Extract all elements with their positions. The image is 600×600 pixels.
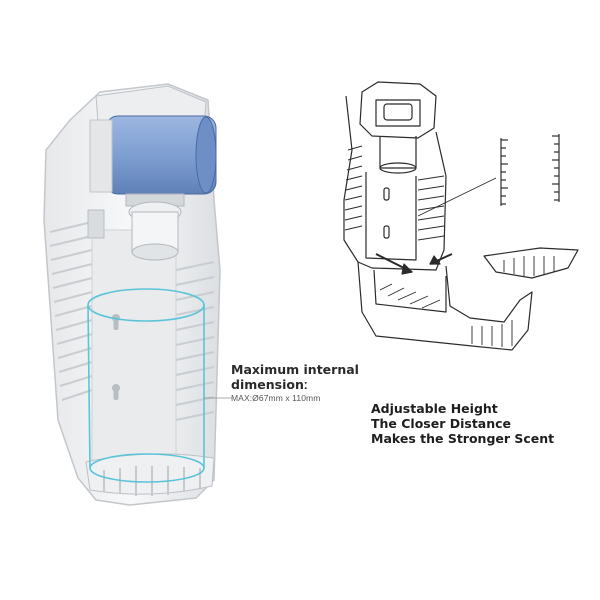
max-dimension-heading: Maximum internal dimensionː [231, 362, 359, 392]
adjust-arrow-icon [375, 253, 453, 275]
adjustable-height-line-1: Adjustable Height [371, 401, 498, 416]
max-dimension-heading-line-1: Maximum internal [231, 362, 359, 377]
cartridge [89, 115, 217, 195]
insert-piece [483, 247, 579, 279]
adjustable-height-line-2: The Closer Distance [371, 416, 512, 431]
height-scale-right [552, 134, 560, 202]
dimension-cylinder [87, 288, 205, 483]
max-dimension-spec: MAX:Ø67mm x 110mm [231, 393, 321, 403]
adjustable-height-line-3: Makes the Stronger Scent [371, 431, 555, 446]
left-ribs [49, 221, 93, 401]
height-scale-left [500, 138, 508, 206]
max-dimension-heading-line-2: dimensionː [231, 377, 309, 392]
fan-motor [125, 193, 185, 261]
dispenser-render [43, 83, 232, 506]
schematic-drawing [343, 81, 579, 351]
adjustable-height-text: Adjustable Height The Closer Distance Ma… [371, 401, 554, 446]
